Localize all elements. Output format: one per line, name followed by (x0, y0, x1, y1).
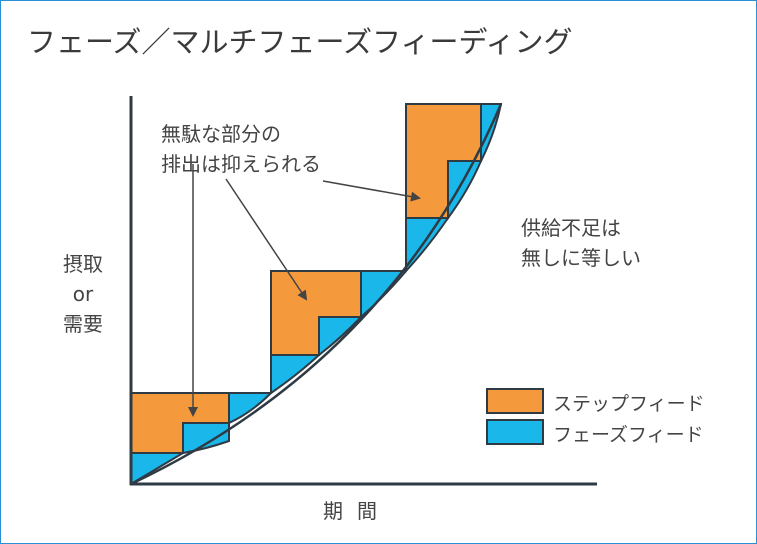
phase-feed-segment-3 (228, 392, 274, 425)
arrow-to-block-2 (225, 178, 308, 301)
annotation-supply: 供給不足は 無しに等しい (521, 213, 641, 273)
y-axis-label: 摂取 or 需要 (51, 249, 115, 339)
arrow-to-block-3 (322, 180, 421, 202)
step-feed-block-2 (270, 270, 362, 356)
annotation-waste: 無駄な部分の 排出は抑えられる (161, 119, 321, 179)
phase-feed-segment-2 (182, 422, 230, 455)
annotation-waste-line-1: 無駄な部分の (161, 122, 281, 146)
annotation-supply-line-1: 供給不足は (521, 216, 621, 240)
legend-swatch-step-feed (486, 388, 544, 414)
phase-feed-segment-5 (318, 316, 364, 358)
annotation-supply-line-2: 無しに等しい (521, 246, 641, 270)
y-axis-label-line-1: 摂取 (63, 252, 103, 276)
phase-feed-segment-8 (447, 160, 483, 222)
requirement-curve (130, 103, 503, 486)
phase-feed-segment-7 (405, 217, 450, 274)
diagram-title: フェーズ／マルチフェーズフィーディング (27, 25, 573, 59)
x-axis-label: 期間 (323, 499, 391, 523)
legend-label-phase-feed: フェーズフィード (553, 424, 704, 446)
legend-label-step-feed: ステップフィード (553, 393, 705, 415)
y-axis-label-line-3: 需要 (63, 312, 103, 336)
phase-feed-segment-4 (270, 354, 322, 395)
y-axis-label-line-2: or (72, 282, 94, 306)
legend-swatch-phase-feed (486, 419, 544, 445)
annotation-waste-line-2: 排出は抑えられる (161, 152, 321, 176)
